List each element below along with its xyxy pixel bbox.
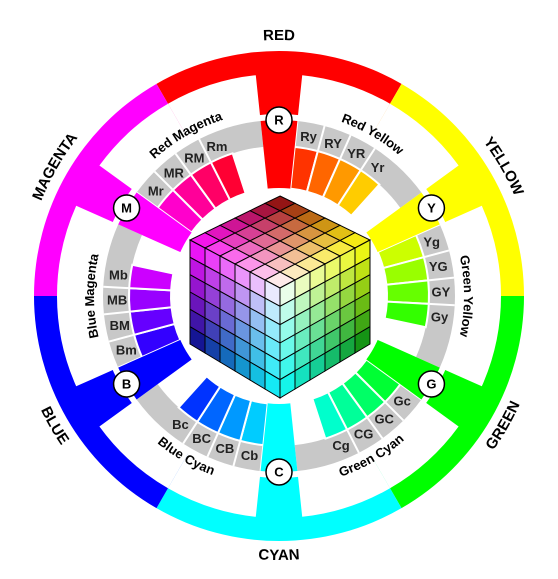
cell-label-ry: RY (324, 136, 342, 151)
cell-label-ry: Ry (300, 129, 317, 144)
cell-label-yr: YR (347, 146, 366, 161)
node-label-r: R (274, 113, 284, 128)
group-label-blue-magenta: Blue Magenta (82, 252, 102, 340)
node-label-g: G (426, 377, 436, 392)
cell-label-yr: Yr (371, 160, 385, 175)
top-face (188, 195, 372, 289)
cell-label-cg: Cg (332, 438, 349, 453)
cell-divider (103, 285, 130, 290)
cell-label-band (136, 384, 264, 472)
cell-divider (232, 440, 242, 467)
cell-label-bc: BC (192, 431, 211, 446)
node-label-b: B (122, 377, 131, 392)
cell-divider (206, 432, 219, 458)
cell-divider (423, 249, 450, 259)
cell-label-bc: Bc (172, 417, 189, 432)
swatch-mb (128, 263, 175, 292)
outer-label-cyan: CYAN (258, 546, 300, 564)
node-circle-y (417, 194, 446, 222)
cell-label-gc: Gc (394, 394, 411, 409)
node-circle-c (265, 458, 293, 486)
cube-cell (354, 325, 371, 354)
cell-label-mr: MR (164, 165, 185, 180)
cell-label-yg: YG (429, 259, 448, 274)
cell-divider (399, 383, 422, 401)
group-label-green-yellow: Green Yellow (456, 254, 475, 339)
node-circle-b (112, 370, 141, 398)
cell-label-mb: MB (107, 293, 127, 308)
cell-divider (108, 333, 135, 343)
cell-divider (174, 153, 192, 176)
cell-label-cb: Cb (241, 448, 258, 463)
cell-label-gc: GC (374, 412, 394, 427)
cell-label-mr: Mr (148, 183, 164, 198)
node-label-y: Y (427, 201, 436, 216)
cell-divider (136, 191, 159, 209)
cell-label-band (294, 120, 422, 208)
cell-divider (316, 125, 326, 152)
outer-label-red: RED (263, 27, 296, 44)
cell-label-bm: BM (110, 318, 130, 333)
node-circle-m (112, 194, 141, 222)
node-circle-r (265, 106, 293, 134)
node-circle-g (417, 370, 446, 398)
cell-divider (359, 147, 376, 171)
cell-label-band (416, 224, 455, 368)
swatch-gy (385, 279, 430, 305)
cell-label-yg: Yg (423, 234, 440, 249)
cell-divider (428, 276, 455, 282)
cell-divider (428, 302, 455, 307)
left-face (189, 239, 281, 399)
cell-divider (198, 138, 212, 163)
cell-divider (117, 356, 143, 369)
cell-label-cg: CG (354, 427, 374, 442)
spoke-c (260, 387, 298, 473)
cell-label-gy: Gy (431, 310, 449, 325)
cell-label-mb: Mb (109, 267, 128, 282)
node-label-c: C (274, 465, 284, 480)
cell-divider (182, 421, 199, 445)
cell-divider (103, 310, 130, 316)
cell-divider (366, 416, 384, 439)
cell-divider (384, 401, 405, 422)
swatch-gy (383, 300, 430, 329)
spoke-r (260, 119, 298, 205)
right-face (279, 239, 371, 399)
cell-label-cb: CB (216, 441, 235, 456)
cell-label-band (103, 224, 142, 368)
cell-label-rm: RM (184, 150, 204, 165)
cell-divider (415, 223, 441, 236)
cell-label-gy: GY (432, 284, 451, 299)
cell-label-rm: Rm (207, 139, 228, 154)
node-label-m: M (121, 201, 132, 216)
cell-label-bm: Bm (116, 343, 137, 358)
cell-divider (153, 170, 174, 191)
rgb-cube (188, 195, 372, 399)
swatch-mb (128, 287, 173, 313)
cell-divider (346, 429, 360, 454)
cell-divider (339, 134, 352, 160)
